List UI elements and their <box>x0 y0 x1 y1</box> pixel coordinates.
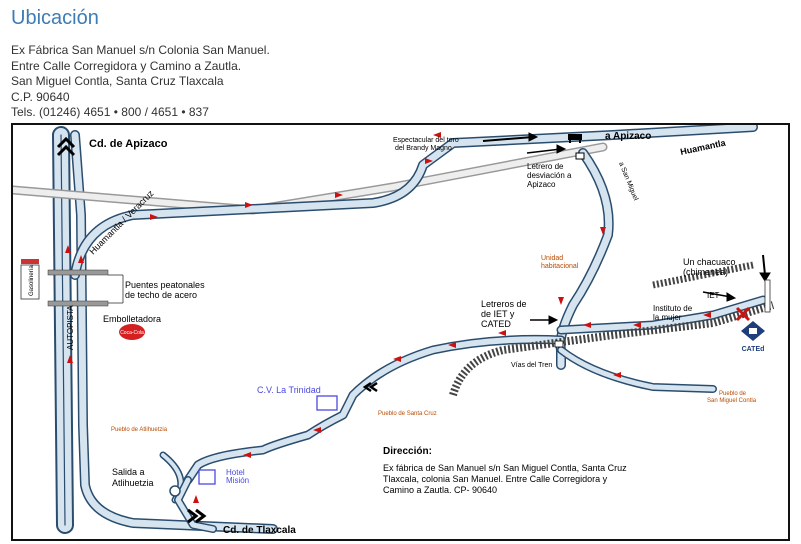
label-embotelladora: Embolletadora <box>103 314 161 324</box>
label-iet: IET <box>707 291 720 300</box>
address-line: C.P. 90640 <box>11 89 70 104</box>
cocacola-logo-icon <box>119 324 145 340</box>
label-autopista: AUTOPISTA <box>66 305 75 350</box>
label-pueblo-smc: Pueblo de <box>719 391 747 397</box>
label-letrero: Apizaco <box>527 180 556 189</box>
chimney-icon <box>764 279 771 313</box>
label-espectacular: Espectacular del toro <box>393 137 459 144</box>
chevron-up-icon <box>56 136 76 157</box>
label-hotel: Misión <box>226 476 249 485</box>
page-title: Ubicación <box>11 7 99 29</box>
direccion-line: Ex fábrica de San Manuel s/n San Miguel … <box>383 463 627 473</box>
label-pueblo-smc: San Miguel Contla <box>707 398 757 404</box>
label-unidad: Unidad <box>541 255 563 262</box>
direccion-line: Camino a Zautla. CP- 90640 <box>383 485 497 495</box>
label-pueblo-santa-cruz: Pueblo de Santa Cruz <box>378 411 437 417</box>
label-chacuaco: (chimenea) <box>683 267 728 277</box>
label-salida: Atlihuetzia <box>112 478 154 488</box>
railroad-tracks <box>449 301 775 397</box>
gas-station-label: Gasolinería <box>29 265 35 296</box>
direccion-title: Dirección: <box>383 446 432 457</box>
address-line: San Miguel Contla, Santa Cruz Tlaxcala <box>11 74 224 89</box>
destination-x-icon <box>735 306 751 322</box>
address-line: Entre Calle Corregidora y Camino a Zautl… <box>11 58 242 73</box>
label-a-apizaco: a Apizaco <box>605 131 651 142</box>
pointer-arrows <box>482 132 771 325</box>
address-line: Ex Fábrica San Manuel s/n Colonia San Ma… <box>11 43 270 57</box>
road-network <box>13 125 768 534</box>
railroad-track-iet <box>652 261 754 289</box>
label-puentes: de techo de acero <box>125 290 197 300</box>
direction-arrows <box>65 132 711 503</box>
label-letreros: CATED <box>481 319 511 329</box>
pedestrian-bridge-icon <box>47 300 109 307</box>
rail-crossing-icon <box>554 340 564 348</box>
label-huamantla: Huamantla <box>679 137 727 157</box>
label-letrero: desviación a <box>527 171 572 180</box>
chevron-left-icon <box>362 381 378 393</box>
address-block: Ex Fábrica San Manuel s/n Colonia San Ma… <box>11 43 270 121</box>
direccion-line: Tlaxcala, colonia San Manuel. Entre Call… <box>383 474 608 484</box>
label-puentes: Puentes peatonales <box>125 280 205 290</box>
pedestrian-bridge-icon <box>47 269 109 276</box>
label-cd-tlaxcala: Cd. de Tlaxcala <box>223 525 296 536</box>
label-instituto: Instituto de <box>653 304 693 313</box>
label-letreros: de IET y <box>481 309 515 319</box>
gas-station-icon <box>20 264 40 300</box>
label-letreros: Letreros de <box>481 299 527 309</box>
label-unidad: habitacional <box>541 263 579 270</box>
label-cv-trinidad: C.V. La Trinidad <box>257 385 321 395</box>
sign-icon <box>575 152 585 160</box>
cocacola-logo-text: Coca-Cola <box>120 330 144 336</box>
label-a-san-miguel: a San Miguel <box>617 161 639 202</box>
cated-logo-text: CATEd <box>742 346 765 353</box>
label-vias-tren: Vías del Tren <box>511 362 552 369</box>
label-letrero: Letrero de <box>527 162 564 171</box>
bull-billboard-icon <box>568 134 582 143</box>
location-map: Gasolinería Coca-Cola <box>11 123 790 541</box>
label-instituto: la mujer <box>653 313 682 322</box>
label-espectacular: del Brandy Magno <box>395 145 452 152</box>
label-cd-apizaco: Cd. de Apizaco <box>89 138 168 150</box>
road-south-trinidad <box>183 334 566 485</box>
cated-logo-icon <box>741 321 765 341</box>
label-salida: Salida a <box>112 467 145 477</box>
trinidad-marker <box>316 395 338 411</box>
phone-line: Tels. (01246) 4651 • 800 / 4651 • 837 <box>11 105 209 120</box>
label-pueblo-atlihuetzia: Pueblo de Atlihuetzia <box>111 427 168 433</box>
label-hotel: Hotel <box>226 468 245 477</box>
roundabout-icon <box>169 485 181 497</box>
map-svg: Gasolinería Coca-Cola <box>13 125 775 536</box>
hotel-marker <box>198 469 216 485</box>
chevron-right-icon <box>187 508 207 524</box>
label-chacuaco: Un chacuaco <box>683 257 736 267</box>
